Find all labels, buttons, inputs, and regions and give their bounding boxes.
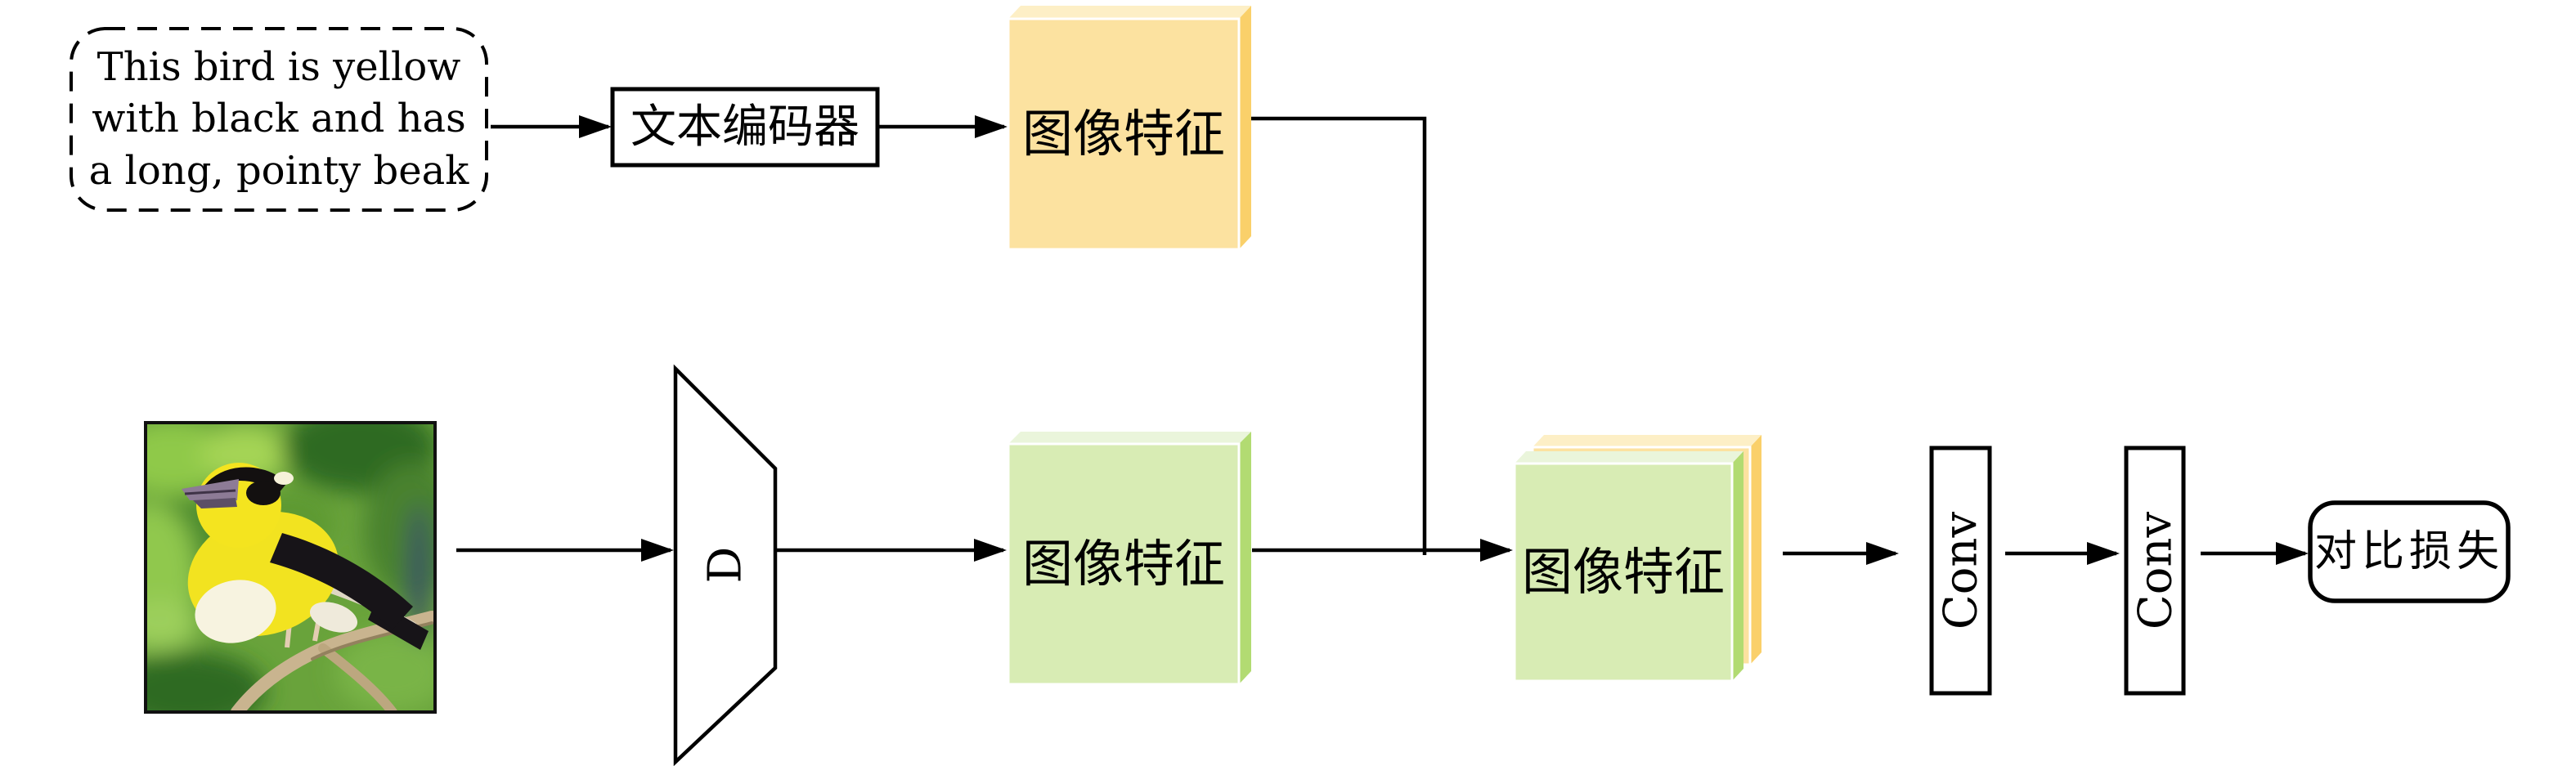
fused-yellow-top xyxy=(1533,435,1761,447)
branch-fork xyxy=(318,643,397,712)
conv2-box xyxy=(2124,446,2186,696)
fused-green-face xyxy=(1513,462,1734,683)
bird-beak-lower xyxy=(193,498,237,508)
bird-belly xyxy=(195,580,276,643)
bird-eye-patch xyxy=(246,481,280,505)
image-feature-slab xyxy=(1007,432,1251,686)
text-feature-slab-side xyxy=(1239,6,1251,249)
fused-feature-label: 图像特征 xyxy=(1521,542,1725,602)
text-encoder-label: 文本编码器 xyxy=(631,100,859,154)
image-feature-slab-top xyxy=(1008,432,1251,444)
bird-crown xyxy=(200,467,286,497)
fused-green-side xyxy=(1732,451,1744,681)
bird-beak xyxy=(182,479,239,500)
discriminator-trapezoid xyxy=(673,364,778,766)
text-feature-slab xyxy=(1007,6,1251,251)
image-feature-label: 图像特征 xyxy=(1021,534,1225,594)
caption-box-outline xyxy=(70,27,488,212)
bird-image xyxy=(146,423,435,712)
image-feature-slab-side xyxy=(1239,432,1251,684)
bird-image-border xyxy=(144,421,437,714)
text-feature-slab-top xyxy=(1008,6,1251,19)
conv1-box xyxy=(1929,446,1992,696)
text-feature-label: 图像特征 xyxy=(1021,104,1225,164)
discriminator-label: D xyxy=(698,546,752,584)
image-feature-slab-face xyxy=(1007,442,1241,686)
fused-green-top xyxy=(1515,451,1744,464)
bird-vent xyxy=(309,602,358,633)
loss-box xyxy=(2308,500,2511,603)
bird-beak-line xyxy=(184,489,236,495)
fused-feature-stack xyxy=(1513,435,1761,683)
text-feature-slab-face xyxy=(1007,17,1241,251)
fused-yellow-side xyxy=(1750,435,1761,665)
bird-eye-highlight xyxy=(274,472,294,485)
connector-text-feature-to-junction xyxy=(1251,116,1427,555)
bird-wing xyxy=(270,533,413,629)
conv2-label: Conv xyxy=(2129,511,2183,630)
loss-label: 对比损失 xyxy=(2313,526,2504,576)
caption-input-text: This bird is yellow with black and has a… xyxy=(88,43,469,194)
text-encoder-box xyxy=(610,87,880,168)
conv1-label: Conv xyxy=(1934,511,1988,630)
